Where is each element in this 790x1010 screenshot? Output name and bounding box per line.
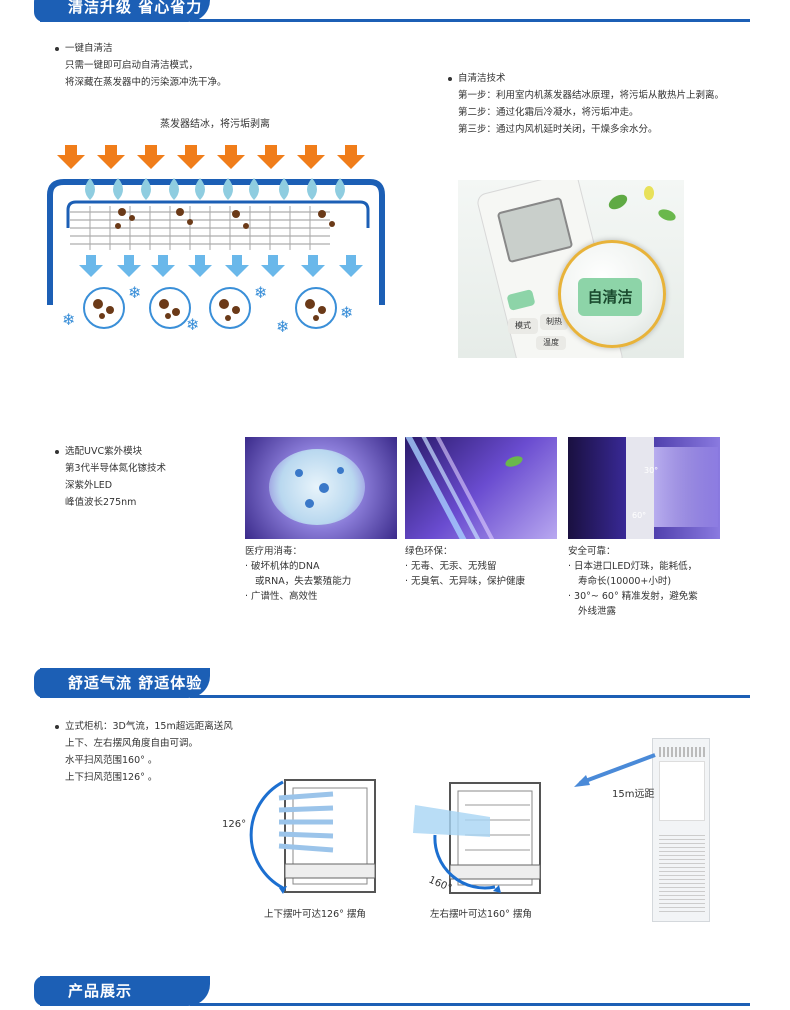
airflow-line: 上下、左右摆风角度自由可调。: [65, 738, 199, 749]
self-clean-label: 自清洁: [578, 278, 642, 316]
air-outlet: [659, 747, 705, 757]
uvc-line: 第3代半导体氮化镓技术: [65, 463, 167, 474]
caption-line: 寿命长(10000+小时): [578, 576, 672, 587]
svg-text:❄: ❄: [254, 283, 267, 302]
section-title: 舒适气流 舒适体验: [34, 668, 210, 698]
section-title: 清洁升级 省心省力: [34, 0, 210, 22]
evaporator-diagram: ❄ ❄ ❄ ❄ ❄ ❄: [47, 145, 385, 336]
orange-arrows: [57, 145, 365, 169]
uvc-image-angle: 30° 60°: [568, 437, 720, 539]
angle-126-label: 126°: [222, 819, 247, 830]
caption-line: 绿色环保：: [405, 546, 453, 557]
section-title: 产品展示: [34, 976, 210, 1006]
one-key-clean-block: 一键自清洁 只需一键即可启动自清洁模式， 将深藏在蒸发器中的污染源冲洗干净。: [55, 40, 315, 91]
leaf-icon: [656, 207, 678, 223]
uvc-text-block: 选配UVC紫外模块 第3代半导体氮化镓技术 深紫外LED 峰值波长275nm: [55, 443, 235, 511]
uvc-image-light: [405, 437, 557, 539]
unit-panel: [626, 437, 654, 539]
self-clean-tech-block: 自清洁技术 第一步：利用室内机蒸发器结冰原理，将污垢从散热片上剥离。 第二步：通…: [448, 70, 768, 138]
section-header-product: 产品展示: [34, 976, 750, 1010]
vertical-swing-caption: 上下摆叶可达126° 摆角: [264, 909, 366, 920]
leaf-icon: [644, 186, 654, 200]
virus-icon: [295, 469, 303, 477]
uvc-bullet: 选配UVC紫外模块: [65, 446, 143, 457]
tech-step: 第一步：利用室内机蒸发器结冰原理，将污垢从散热片上剥离。: [458, 90, 725, 101]
caption-line: · 破坏机体的DNA: [245, 561, 320, 572]
uvc-caption-green: 绿色环保： · 无毒、无汞、无残留 · 无臭氧、无异味，保护健康: [405, 544, 565, 589]
airflow-line: 上下扫风范围126° 。: [65, 772, 158, 783]
svg-text:❄: ❄: [128, 283, 141, 302]
section-divider: [190, 1003, 750, 1006]
tech-step: 第二步：通过化霜后冷凝水，将污垢冲走。: [458, 107, 639, 118]
tech-bullet: 自清洁技术: [458, 73, 506, 84]
horizontal-swing-diagram: [413, 782, 541, 894]
section-header-airflow: 舒适气流 舒适体验: [34, 668, 750, 702]
uvc-image-virus: [245, 437, 397, 539]
uvc-line: 深紫外LED: [65, 480, 113, 491]
one-key-line: 只需一键即可启动自清洁模式，: [65, 60, 199, 71]
angle-60-label: 60°: [632, 511, 647, 520]
remote-photo: 模式 制热 温度 自清洁: [458, 180, 684, 358]
front-panel: [659, 761, 705, 821]
section-divider: [190, 19, 750, 22]
caption-line: 医疗用消毒：: [245, 546, 303, 557]
section-divider: [190, 695, 750, 698]
angle-30-label: 30°: [644, 466, 659, 475]
tech-step: 第三步：通过内风机延时关闭，干燥多余水分。: [458, 124, 658, 135]
airflow-line: 立式柜机：3D气流，15m超远距离送风: [65, 721, 233, 732]
mode-button: 模式: [508, 318, 538, 334]
airflow-line: 水平扫风范围160° 。: [65, 755, 158, 766]
caption-line: · 无毒、无汞、无残留: [405, 561, 497, 572]
section-header-clean: 清洁升级 省心省力: [34, 0, 750, 26]
uvc-caption-medical: 医疗用消毒： · 破坏机体的DNA 或RNA，失去繁殖能力 · 广谱性、高效性: [245, 544, 400, 604]
horizontal-swing-caption: 左右摆叶可达160° 摆角: [430, 909, 532, 920]
airflow-text-block: 立式柜机：3D气流，15m超远距离送风 上下、左右摆风角度自由可调。 水平扫风范…: [55, 718, 285, 786]
temp-button: 温度: [536, 336, 566, 350]
virus-icon: [337, 467, 344, 474]
caption-line: 或RNA，失去繁殖能力: [255, 576, 352, 587]
caption-line: 安全可靠：: [568, 546, 616, 557]
caption-line: 外线泄露: [578, 606, 617, 617]
virus-icon: [319, 483, 329, 493]
air-inlet-grille: [659, 835, 705, 915]
caption-line: · 广谱性、高效性: [245, 591, 318, 602]
vertical-swing-diagram: [249, 779, 376, 894]
svg-text:❄: ❄: [62, 310, 75, 329]
uvc-line: 峰值波长275nm: [65, 497, 137, 508]
heat-button: 制热: [540, 314, 568, 330]
svg-text:❄: ❄: [276, 317, 289, 336]
caption-line: · 无臭氧、无异味，保护健康: [405, 576, 526, 587]
diagram-caption: 蒸发器结冰，将污垢剥离: [160, 119, 270, 130]
one-key-line: 将深藏在蒸发器中的污染源冲洗干净。: [65, 77, 227, 88]
uvc-caption-safe: 安全可靠： · 日本进口LED灯珠，能耗低， 寿命长(10000+小时) · 3…: [568, 544, 748, 619]
svg-text:❄: ❄: [186, 315, 199, 334]
virus-icon: [305, 499, 314, 508]
long-distance-arrow: [574, 753, 656, 787]
caption-line: · 日本进口LED灯珠，能耗低，: [568, 561, 698, 572]
leaf-icon: [504, 454, 524, 469]
petri-dish: [269, 449, 365, 525]
floor-standing-ac: [652, 738, 710, 922]
caption-line: · 30°~ 60° 精准发射，避免紫: [568, 591, 698, 602]
uv-beam: [654, 447, 718, 527]
distance-label: 15m远距: [612, 789, 655, 800]
one-key-bullet: 一键自清洁: [65, 43, 113, 54]
svg-text:❄: ❄: [340, 303, 353, 322]
leaf-icon: [606, 191, 630, 213]
